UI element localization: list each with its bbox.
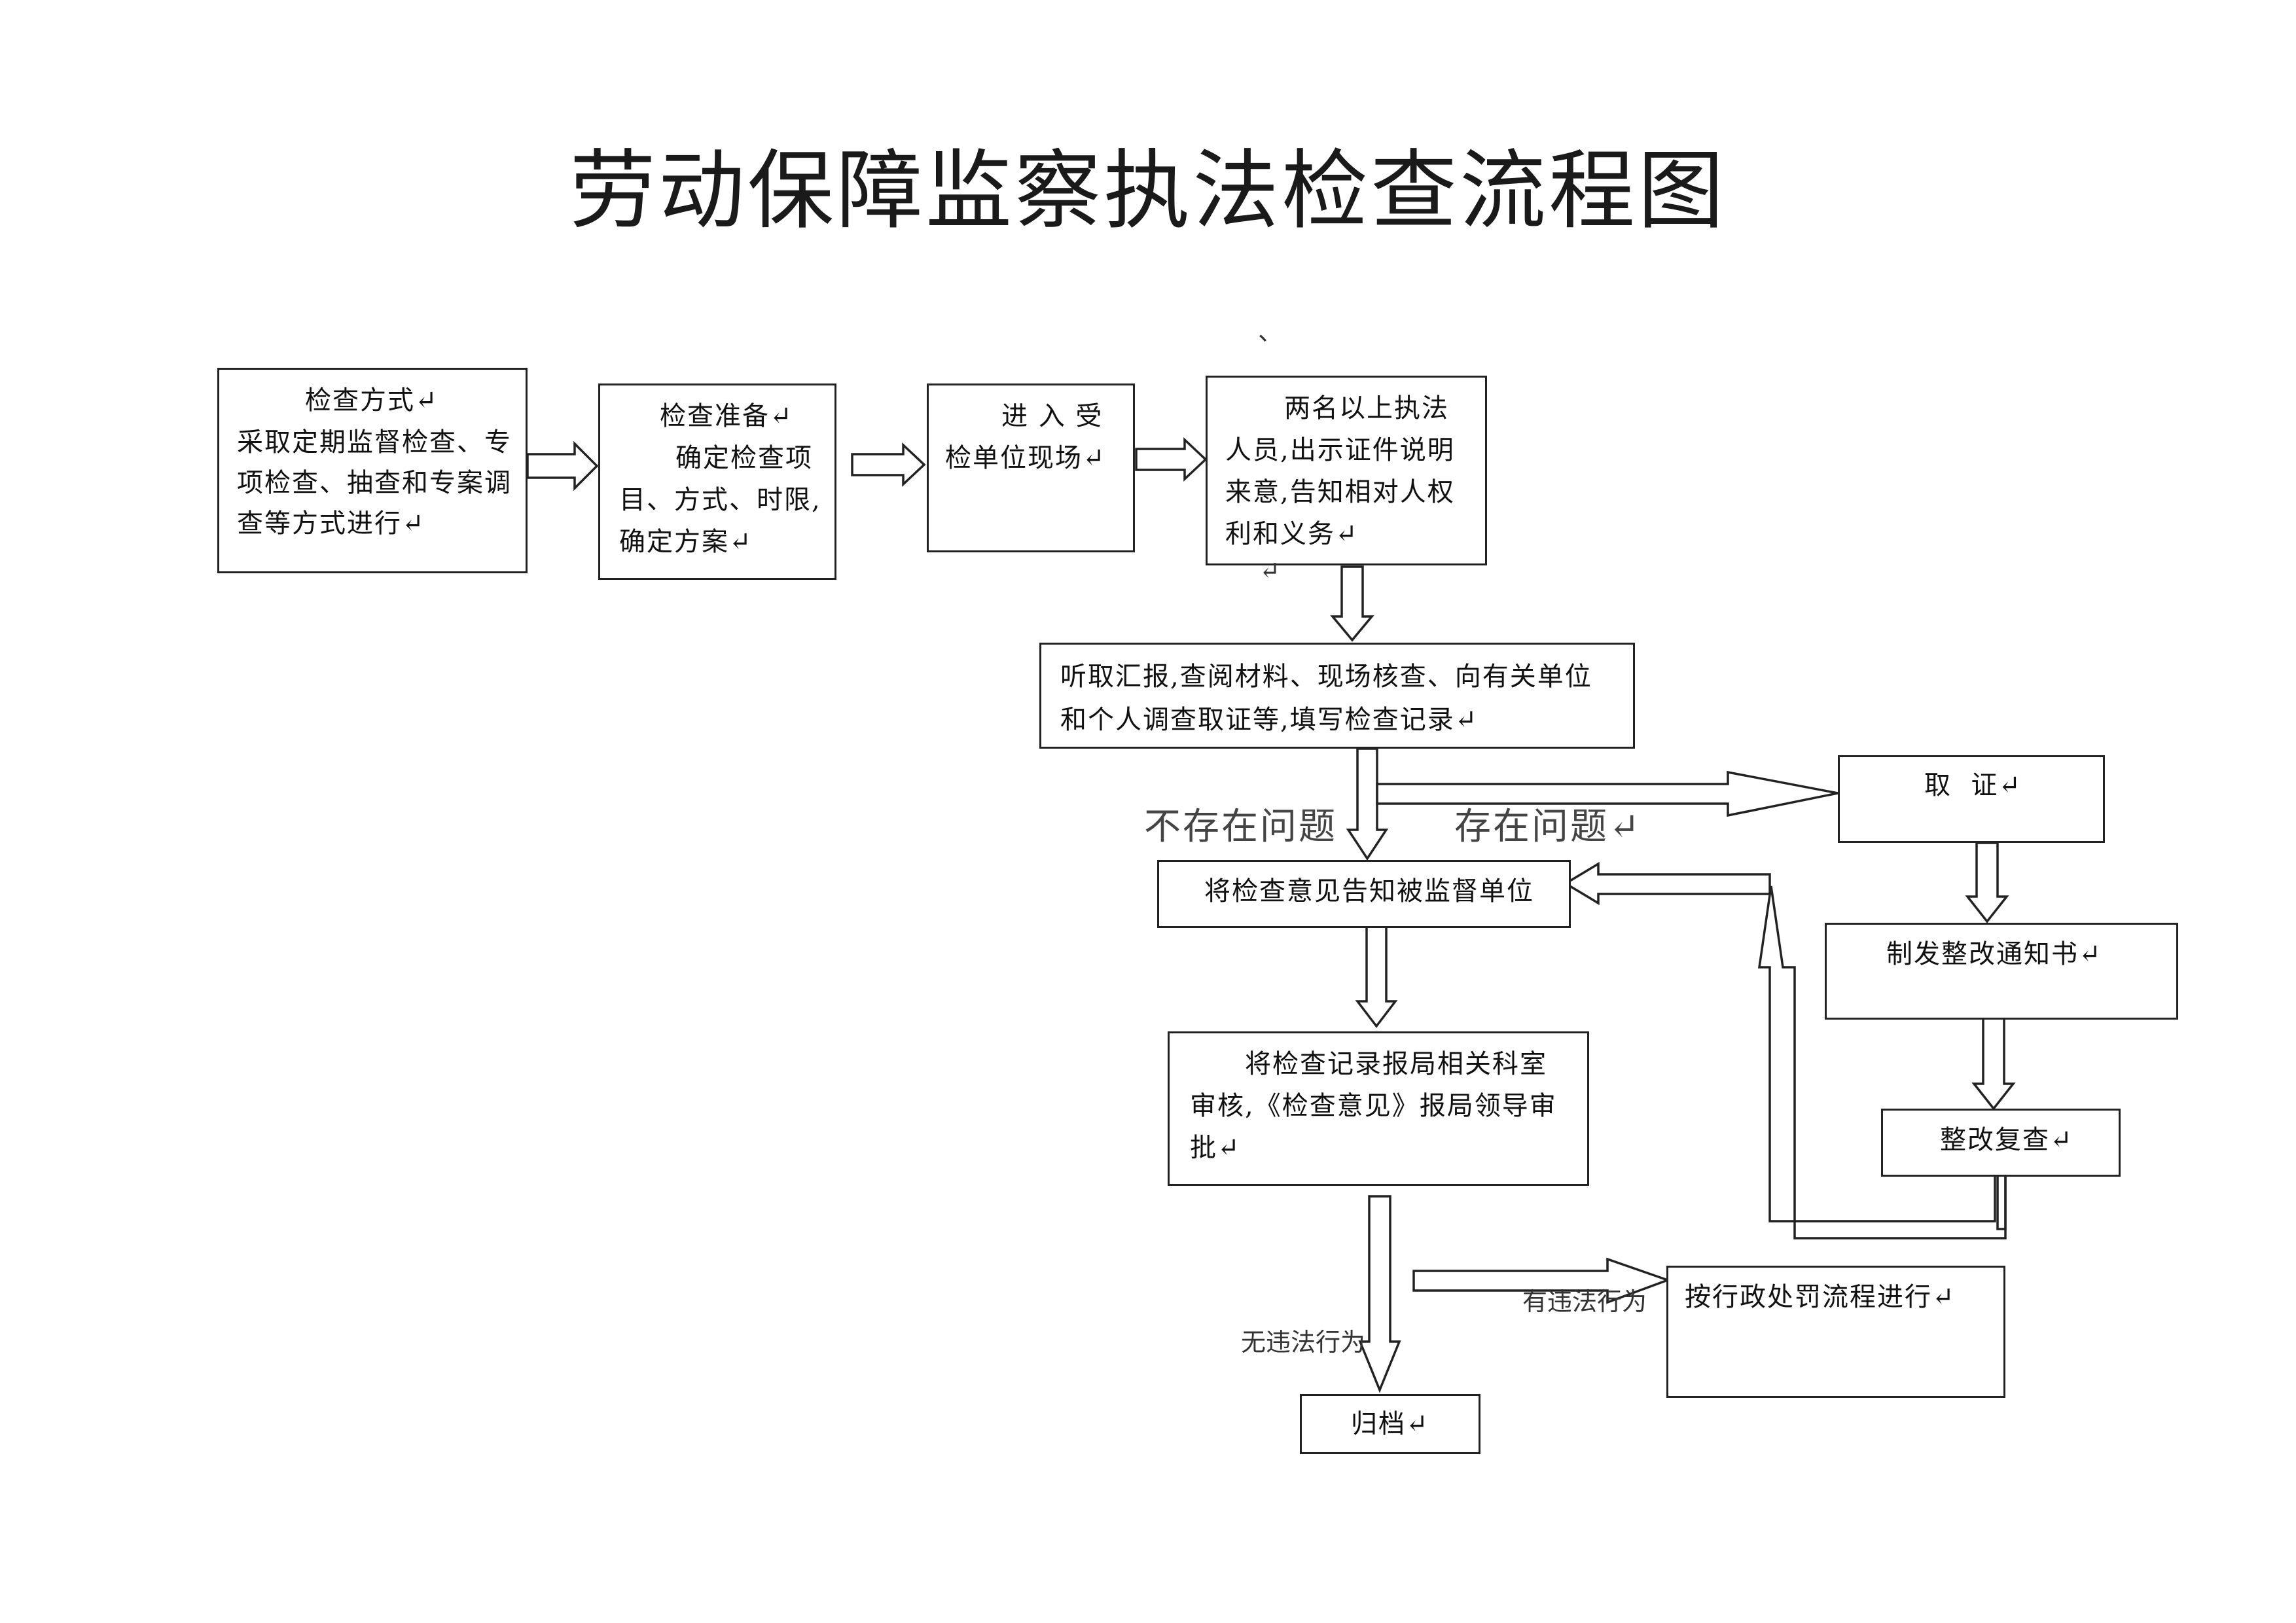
arrow-prepare-to-enter [851, 442, 926, 488]
label-no-problem: 不存在问题 [1144, 806, 1337, 848]
method-line-3: 查等方式进行↵ [237, 508, 425, 539]
page-title: 劳动保障监察执法检查流程图 [569, 141, 1727, 241]
report-line-3: 批↵ [1190, 1133, 1241, 1163]
box-rectify-notice [1825, 923, 2178, 1020]
archive-text: 归档↵ [1351, 1409, 1429, 1439]
box-report-review [1168, 1031, 1589, 1186]
box-show-credentials [1206, 376, 1487, 565]
arrow-investigate-to-notify [1346, 747, 1389, 861]
rectify-notice-text: 制发整改通知书↵ [1886, 939, 2102, 969]
investigate-line-1: 听取汇报,查阅材料、现场核查、向有关单位 [1060, 662, 1592, 692]
arrow-enter-to-credentials [1135, 437, 1208, 482]
arrow-recheck-loop-down [1996, 1171, 2007, 1230]
stray-mark: 、 [1258, 317, 1283, 346]
label-has-problem: 存在问题↵ [1454, 806, 1641, 848]
evidence-text: 取 证↵ [1924, 770, 2022, 800]
enter-line-1: 进 入 受 [1001, 401, 1103, 431]
recheck-text: 整改复查↵ [1940, 1125, 2073, 1155]
cred-line-1: 两名以上执法 [1284, 393, 1449, 423]
box-admin-penalty [1666, 1266, 2005, 1398]
method-line-2: 项检查、抽查和专案调 [237, 468, 512, 498]
box-inspection-prep [598, 383, 836, 580]
arrow-investigate-to-evidence [1376, 770, 1839, 817]
box-recheck [1881, 1109, 2121, 1177]
prep-title: 检查准备↵ [660, 401, 793, 431]
arrow-notify-to-report [1355, 923, 1398, 1028]
method-line-1: 采取定期监督检查、专 [237, 427, 512, 457]
report-line-2: 审核,《检查意见》报局领导审 [1190, 1091, 1557, 1121]
cred-line-3: 来意,告知相对人权 [1225, 477, 1455, 507]
prep-line-2: 目、方式、时限, [619, 485, 821, 515]
cred-line-4: 利和义务↵ [1225, 519, 1359, 549]
report-line-1: 将检查记录报局相关科室 [1245, 1049, 1547, 1079]
arrow-report-to-archive [1358, 1195, 1401, 1393]
penalty-text: 按行政处罚流程进行↵ [1685, 1282, 1956, 1312]
box-evidence [1838, 755, 2105, 843]
box-archive [1300, 1394, 1480, 1454]
label-illegal: 有违法行为 [1522, 1287, 1647, 1316]
arrow-rectify-to-recheck [1971, 1017, 2016, 1111]
enter-line-2: 检单位现场↵ [945, 443, 1106, 473]
stray-return-mark: ↵ [1259, 556, 1280, 585]
prep-line-3: 确定方案↵ [619, 527, 753, 557]
arrow-loop-to-notify [1563, 861, 1771, 906]
method-title: 检查方式↵ [305, 385, 439, 416]
investigate-line-2: 和个人调查取证等,填写检查记录↵ [1060, 705, 1479, 735]
box-notify-unit [1157, 860, 1571, 928]
cred-line-2: 人员,出示证件说明 [1225, 435, 1455, 465]
box-investigate [1039, 643, 1635, 749]
arrow-credentials-to-investigate [1330, 565, 1374, 642]
box-enter-site [927, 383, 1135, 552]
arrow-method-to-prepare [526, 440, 599, 491]
arrow-report-to-penalty [1412, 1257, 1672, 1304]
label-no-illegal: 无违法行为 [1241, 1328, 1366, 1357]
arrow-evidence-to-rectify [1965, 842, 2009, 923]
prep-line-1: 确定检查项 [675, 443, 813, 473]
notify-text: 将检查意见告知被监督单位 [1204, 876, 1534, 906]
box-inspection-method [217, 368, 528, 573]
